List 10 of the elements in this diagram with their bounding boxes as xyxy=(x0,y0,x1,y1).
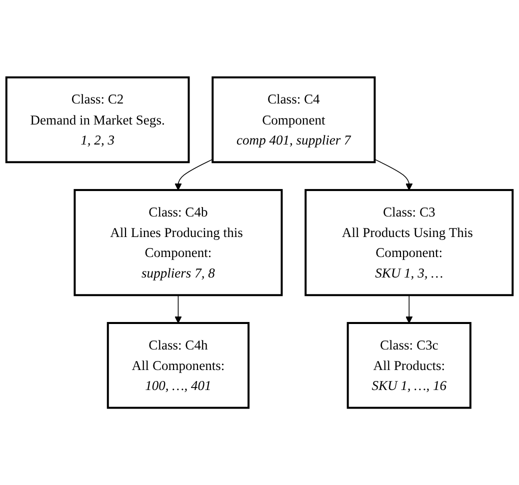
node-box: Class: C4b All Lines Producing this Component: suppliers 7, 8 xyxy=(74,188,283,296)
arrow xyxy=(374,158,413,190)
node-box: Class: C2 Demand in Market Segs. 1, 2, 3 xyxy=(5,76,190,164)
node-box: Class: C4 Component comp 401, supplier 7 xyxy=(212,76,376,164)
arrow xyxy=(174,294,182,324)
node-box: Class: C4h All Components: 100, …, 401 xyxy=(106,322,250,409)
arrow xyxy=(174,158,214,190)
node-box: Class: C3c All Products: SKU 1, …, 16 xyxy=(346,322,472,409)
node-box: Class: C3 All Products Using This Component: SKU 1, 3, … xyxy=(304,188,514,296)
arrow xyxy=(406,294,413,324)
